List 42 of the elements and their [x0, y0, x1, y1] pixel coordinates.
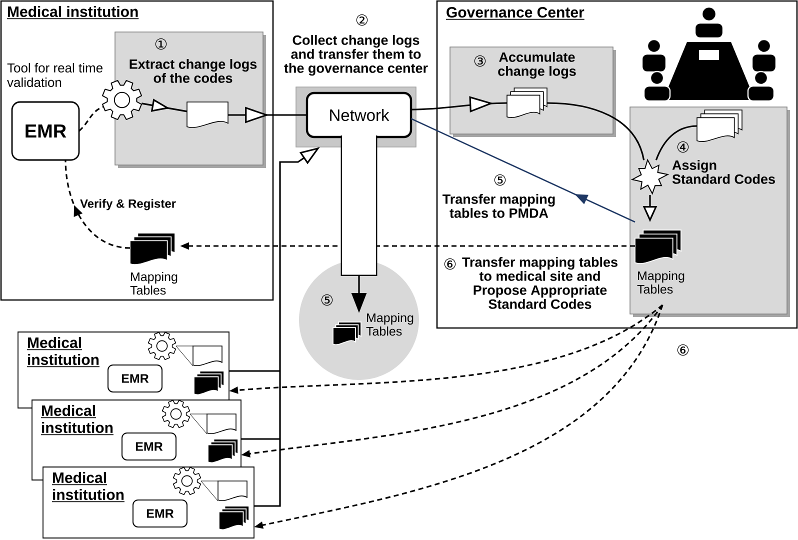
document-stack-icon — [218, 506, 250, 530]
document-stack-icon — [696, 110, 742, 142]
document-stack-icon — [506, 88, 548, 118]
node-label: Mapping Tables — [637, 270, 684, 294]
document-stack-icon — [194, 370, 224, 396]
node-label: Tool for real time validation — [7, 63, 102, 88]
callout-line — [176, 346, 194, 366]
document-icon — [206, 414, 236, 434]
edge-label: Verify & Register — [80, 199, 176, 210]
gear-icon — [172, 466, 202, 496]
network-box: Network — [306, 92, 412, 138]
connector-line — [655, 125, 698, 160]
arrow — [410, 118, 636, 223]
emr-box: EMR — [11, 101, 80, 161]
connector-line — [78, 106, 104, 132]
node-label: Mapping Tables — [366, 312, 414, 336]
emr-box: EMR — [108, 364, 162, 392]
step-number: ⑥ — [677, 344, 689, 356]
document-icon — [186, 102, 228, 128]
node-label: Mapping Tables — [130, 272, 178, 295]
callout-line — [200, 480, 218, 502]
arrow — [142, 98, 188, 112]
connector-line — [241, 438, 280, 440]
process-box: ③ Accumulate change logs — [450, 46, 616, 137]
connector-line — [229, 370, 280, 372]
gear-icon — [102, 80, 142, 120]
emr-box: EMR — [132, 500, 188, 528]
document-stack-icon — [208, 438, 238, 464]
document-icon — [192, 346, 222, 366]
node-label: Collect change logs and transfer them to the governance center — [284, 34, 428, 76]
gear-icon — [148, 332, 176, 360]
document-icon — [218, 480, 248, 501]
emr-box: EMR — [122, 432, 176, 460]
node-label: ② — [356, 14, 368, 26]
gear-icon — [162, 400, 190, 428]
step-number: ⑤ — [494, 174, 506, 186]
callout-line — [190, 414, 208, 434]
dashed-arrow — [64, 160, 130, 249]
edge-label: Transfer mapping tables to PMDA — [442, 194, 555, 218]
step-number: ⑥ — [444, 258, 456, 270]
connector-line — [546, 102, 645, 160]
note-text: Transfer mapping tables to medical site and Propose Appropriate Standard Codes — [462, 257, 618, 309]
